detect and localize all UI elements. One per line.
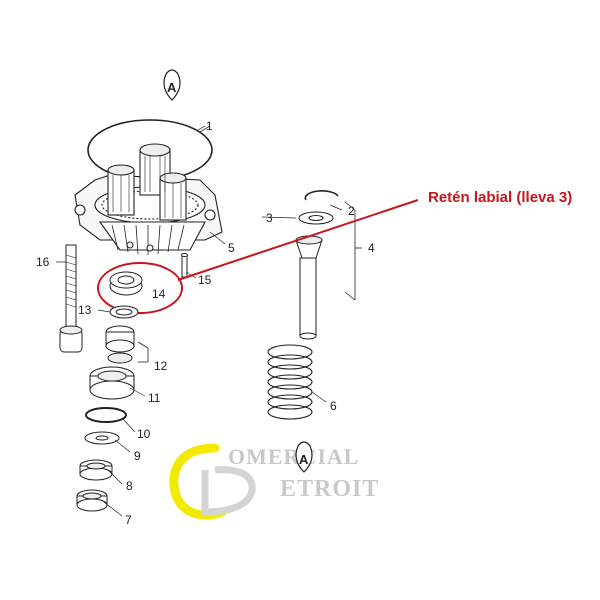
label-part-9: 9 — [134, 449, 141, 463]
part-16-bolt — [59, 244, 83, 353]
label-part-4: 4 — [368, 241, 375, 255]
ref-mark-bottom-label: A — [299, 452, 309, 467]
ref-mark-top-label: A — [167, 80, 177, 95]
part-3-washer — [298, 211, 334, 225]
bracket-part-12 — [137, 341, 149, 363]
bracket-part-4 — [344, 201, 362, 301]
label-part-5: 5 — [228, 241, 235, 255]
label-part-6: 6 — [330, 399, 337, 413]
leader-lines — [56, 125, 343, 517]
label-part-15: 15 — [198, 273, 212, 287]
ref-mark-top: A — [163, 69, 181, 101]
watermark-line1: OMERCIAL — [228, 444, 359, 469]
label-part-14: 14 — [152, 287, 166, 301]
part-10-oring — [85, 407, 127, 423]
callout-leader-line — [177, 199, 419, 281]
label-part-13: 13 — [78, 303, 92, 317]
part-2-circlip — [304, 190, 339, 201]
part-14-lip-seal — [109, 271, 143, 296]
part-8-seal — [79, 459, 113, 481]
label-part-11: 11 — [148, 391, 161, 405]
callout-text: Retén labial (lleva 3) — [428, 189, 572, 206]
part-11-valve — [89, 366, 135, 400]
part-12-valve-set — [105, 325, 135, 364]
part-15-stud — [181, 253, 188, 278]
watermark-d-shape — [201, 466, 256, 516]
label-part-3: 3 — [266, 211, 273, 225]
watermark-line2: ETROIT — [280, 476, 379, 502]
label-part-16: 16 — [36, 255, 50, 269]
callout-circle — [97, 262, 183, 314]
watermark: OMERCIAL ETROIT — [169, 443, 379, 520]
label-part-10: 10 — [137, 427, 151, 441]
pump-head-body — [74, 143, 223, 255]
part-13-ring — [109, 305, 139, 319]
label-part-2: 2 — [348, 204, 355, 218]
ref-mark-bottom: A — [295, 441, 313, 473]
label-part-12: 12 — [154, 359, 168, 373]
label-part-1: 1 — [206, 119, 213, 133]
part-7-ring — [76, 489, 108, 512]
part-9-washer — [84, 431, 120, 445]
label-part-8: 8 — [126, 479, 133, 493]
label-part-7: 7 — [125, 513, 132, 527]
